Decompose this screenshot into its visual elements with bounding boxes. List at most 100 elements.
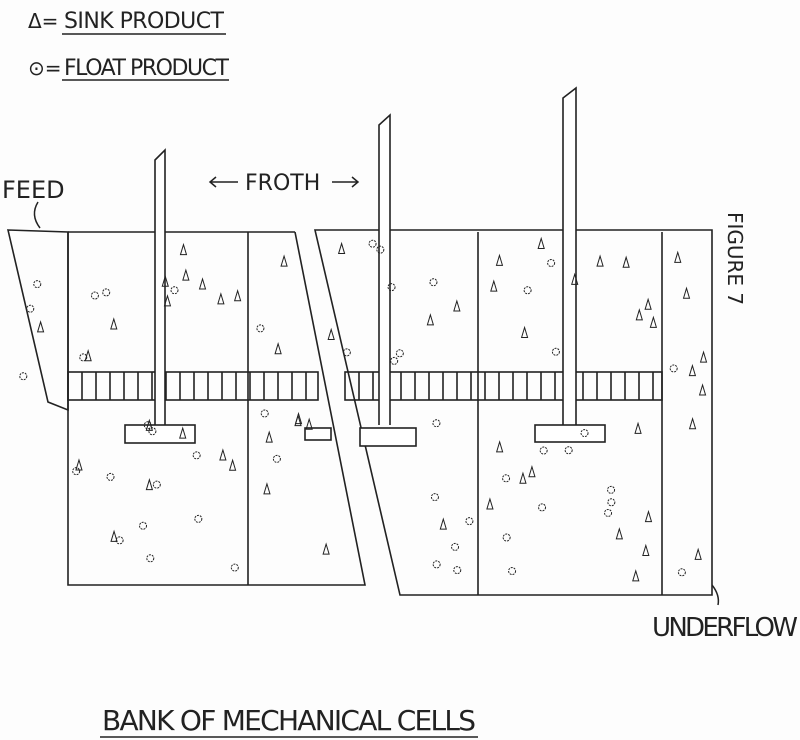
float-particle-circle-icon [502,474,511,483]
float-particle-circle-icon [170,286,179,295]
float-particle-circle-icon [256,324,265,333]
float-particle-circle-icon [607,485,616,494]
agitator-shaft-3 [562,86,577,425]
froth-arrows-icon [208,176,360,188]
float-particle-circle-icon [387,283,396,292]
float-particle-circle-icon [368,239,377,248]
sink-particle-triangle-icon [219,448,227,461]
float-particle-circle-icon [547,258,556,267]
sink-particle-triangle-icon [265,430,273,443]
float-particle-circle-icon [607,498,616,507]
float-particle-circle-icon [502,533,511,542]
sink-particle-triangle-icon [179,426,187,439]
sink-particle-triangle-icon [217,292,225,305]
sink-particle-triangle-icon [649,315,658,328]
float-particle-circle-icon [90,291,99,300]
sink-particle-triangle-icon [632,569,640,582]
agitator-shaft-2 [378,113,391,425]
sink-particle-triangle-icon [528,464,536,478]
float-particle-circle-icon [538,503,547,512]
float-particle-circle-icon [148,427,157,436]
float-particle-circle-icon [432,560,441,569]
float-particle-circle-icon [508,567,517,576]
float-particle-circle-icon [146,554,155,563]
right-tank-section [313,229,713,596]
float-particle-circle-icon [192,451,201,460]
grid-band [344,371,663,401]
sink-particle-triangle-icon [228,458,237,471]
float-particle-circle-icon [72,467,81,476]
sink-particle-triangle-icon [519,471,527,484]
impeller-1 [124,424,196,444]
sink-particle-triangle-icon [274,341,282,355]
froth-label: FROTH [245,171,320,196]
float-particle-circle-icon [580,429,589,438]
sink-particle-triangle-icon [688,416,697,430]
float-particle-circle-icon [669,364,678,373]
float-particle-circle-icon [79,353,88,362]
feed-box [6,229,69,412]
float-particle-circle-icon [390,356,399,365]
float-particle-circle-icon [551,347,560,356]
sink-particle-triangle-icon [688,363,697,377]
feed-arrow-icon [33,201,41,229]
sink-particle-triangle-icon [322,542,330,555]
sink-particle-triangle-icon [280,254,288,267]
float-particle-circle-icon [429,278,438,287]
legend: Δ= SINK PRODUCT ⊙= FLOAT PRODUCT [28,9,230,81]
sink-particle-triangle-icon [644,509,653,523]
float-particle-circle-icon [26,304,35,313]
sink-particle-triangle-icon [439,517,447,530]
figure-label: FIGURE 7 [723,212,747,305]
sink-particle-triangle-icon [36,320,45,333]
sink-particle-triangle-icon [596,254,604,267]
float-particle-circle-icon [102,288,111,297]
sink-particle-triangle-icon [495,253,504,266]
float-particle-circle-icon [453,566,462,575]
particles [19,236,708,582]
float-particle-circle-icon [33,280,42,289]
sink-particle-triangle-icon [453,299,461,312]
sink-particle-triangle-icon [263,482,271,495]
float-particle-circle-icon [19,372,28,381]
sink-particle-triangle-icon [179,242,188,256]
sink-particle-triangle-icon [571,272,579,285]
impeller-3 [534,424,606,443]
sink-particle-triangle-icon [486,497,494,510]
sink-particle-triangle-icon [644,297,652,310]
cell-bank [6,229,713,596]
sink-particle-triangle-icon [426,313,435,326]
legend-sink-symbol: Δ= [28,9,58,33]
float-particle-circle-icon [376,245,385,254]
float-particle-circle-icon [230,563,239,572]
sink-particle-triangle-icon [327,327,335,341]
agitator-shaft-1 [154,148,166,425]
float-particle-circle-icon [539,446,548,455]
sink-particle-triangle-icon [674,250,682,263]
float-particle-circle-icon [523,286,532,295]
impeller-fragment [304,427,332,441]
float-particle-circle-icon [272,454,281,463]
float-particle-circle-icon [430,493,439,502]
float-particle-circle-icon [677,568,686,577]
sink-particle-triangle-icon [634,421,642,434]
float-particle-circle-icon [115,536,124,545]
float-particle-circle-icon [194,514,203,523]
cell-dividers [247,232,479,595]
sink-particle-triangle-icon [233,288,242,302]
sink-particle-triangle-icon [84,349,92,362]
float-particle-circle-icon [564,446,573,455]
impeller-2 [359,427,417,447]
grid-band [67,371,319,401]
sink-particle-triangle-icon [198,277,207,290]
float-particle-circle-icon [432,419,441,428]
sink-particle-triangle-icon [622,255,630,268]
diagram-title: BANK OF MECHANICAL CELLS [102,704,476,737]
sink-particle-triangle-icon [75,458,83,471]
sink-particle-triangle-icon [694,547,702,560]
sink-particle-triangle-icon [699,350,708,363]
float-particle-circle-icon [152,480,161,489]
float-particle-circle-icon [260,409,269,418]
